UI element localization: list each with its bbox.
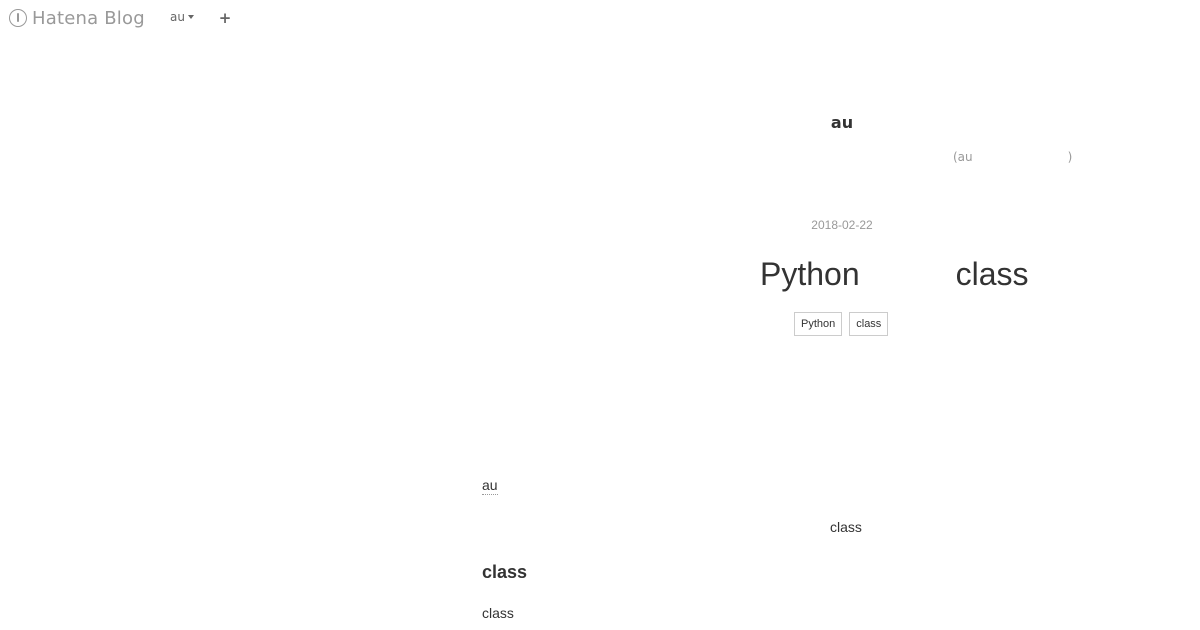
blog-description-close: )	[1067, 150, 1073, 164]
entry-title[interactable]: Python class	[760, 252, 1029, 296]
category-tag-python[interactable]: Python	[794, 312, 843, 336]
entry-date[interactable]: 2018-02-22	[811, 218, 873, 232]
blog-description-open: (au	[953, 150, 973, 164]
top-navbar: Hatena Blog au +	[0, 0, 1200, 38]
entry-text: class	[482, 605, 514, 621]
category-tag-class[interactable]: class	[849, 312, 889, 336]
caret-down-icon	[187, 15, 194, 19]
hatena-blog-logo[interactable]: Hatena Blog	[9, 7, 145, 29]
section-heading: class	[482, 562, 528, 582]
blog-description: (au )	[953, 150, 1072, 164]
user-menu-dropdown[interactable]: au	[170, 10, 194, 24]
add-entry-button[interactable]: +	[217, 8, 233, 28]
user-name: au	[170, 10, 185, 24]
plus-icon: +	[218, 9, 232, 27]
author-link[interactable]: au	[482, 477, 498, 495]
entry-title-part-2: class	[955, 256, 1029, 292]
hatena-blog-logo-icon	[9, 9, 27, 27]
logo-text: Hatena Blog	[32, 7, 145, 29]
blog-title[interactable]: au	[830, 113, 854, 132]
entry-categories: Python class	[794, 312, 895, 336]
entry-title-part-1: Python	[760, 256, 860, 292]
entry-text: class	[830, 519, 862, 535]
